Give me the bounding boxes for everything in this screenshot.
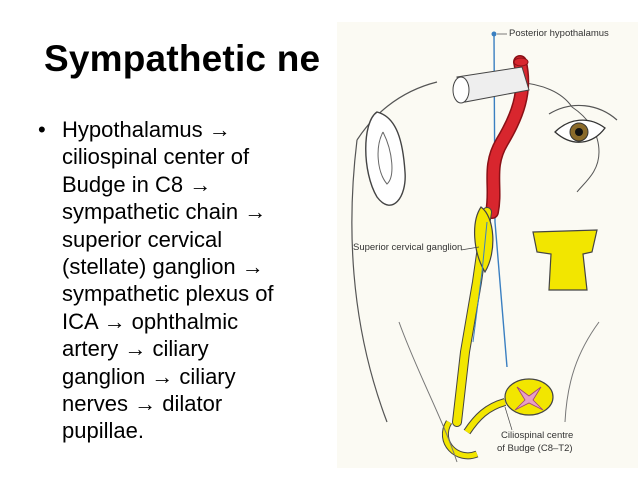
rami-loop-fill [442, 420, 478, 459]
leader-ciliospinal [504, 406, 513, 431]
spinal-grey-matter [514, 386, 544, 411]
bullet-line: (stellate) ganglion → [62, 253, 264, 279]
ear-drawing [365, 111, 406, 206]
bullet-line: ganglion → ciliary [62, 363, 236, 389]
label-budge-levels: of Budge (C8–T2) [497, 443, 573, 454]
bullet-line: sympathetic chain → [62, 199, 267, 225]
bone-canal [452, 76, 470, 104]
sympathetic-pathway-illustration: Posterior hypothalamus Superior cervical… [337, 22, 638, 468]
bullet-text: Hypothalamus → ciliospinal center of Bud… [62, 116, 274, 445]
label-ciliospinal-centre: Ciliospinal centre [501, 430, 574, 441]
pupil [575, 128, 583, 136]
bullet-line: ciliospinal center of [62, 144, 250, 170]
vertebra-block [532, 229, 598, 291]
bullet-line: pupillae. [62, 418, 144, 444]
superior-cervical-ganglion [474, 206, 494, 274]
bullet-line: nerves → dilator [62, 390, 223, 416]
bullet-line: artery → ciliary [62, 336, 209, 362]
eyelid [548, 104, 618, 121]
neck-line-2 [564, 321, 600, 423]
root-fiber-fill [464, 399, 506, 434]
bullet-dot: • [38, 117, 46, 142]
label-posterior-hypothalamus: Posterior hypothalamus [509, 28, 609, 39]
bullet-line: sympathetic plexus of [62, 281, 274, 307]
chain-inner-line [472, 221, 488, 343]
bullet-line: Budge in C8 → [62, 171, 212, 197]
bullet-line: ICA → ophthalmic [62, 308, 239, 334]
slide-title: Sympathetic ne [44, 38, 321, 79]
leader-ganglion [460, 246, 480, 251]
neck-line [398, 321, 458, 463]
label-superior-cervical-ganglion: Superior cervical ganglion [353, 242, 463, 253]
artery-top [513, 57, 529, 67]
anatomy-drawing [351, 31, 618, 463]
bullet-line: superior cervical [62, 226, 223, 252]
bullet-line: Hypothalamus → [62, 117, 231, 142]
head-outline [351, 81, 438, 423]
ear-inner [377, 131, 393, 185]
